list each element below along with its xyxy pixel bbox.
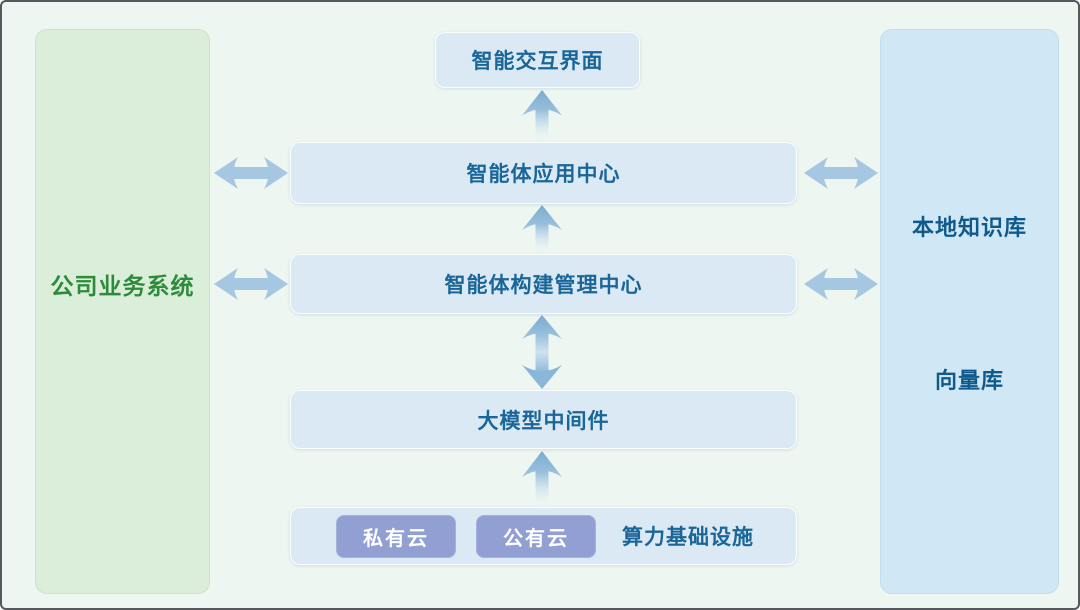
up-arrow-icon [520, 451, 564, 506]
double-horizontal-arrow-icon [804, 266, 878, 302]
double-horizontal-arrow-icon [804, 155, 878, 191]
llm-middleware-box: 大模型中间件 [290, 390, 797, 449]
public-cloud-label: 公有云 [503, 527, 569, 550]
up-arrow-icon [520, 90, 564, 141]
up-arrow-icon [520, 205, 564, 253]
agent-application-center-box: 智能体应用中心 [290, 142, 797, 204]
compute-infrastructure-box: 私有云 公有云 算力基础设施 [290, 507, 797, 565]
company-business-system-label: 公司业务系统 [50, 272, 195, 299]
local-knowledge-base-label: 本地知识库 [911, 215, 1027, 240]
double-vertical-arrow-icon [520, 315, 564, 389]
private-cloud-label: 私有云 [363, 527, 429, 550]
intelligent-interaction-interface-box: 智能交互界面 [435, 32, 640, 88]
vector-store-label: 向量库 [934, 368, 1004, 393]
public-cloud-button: 公有云 [476, 514, 596, 558]
knowledge-base-panel: 本地知识库 向量库 [880, 29, 1059, 594]
intelligent-interaction-interface-label: 智能交互界面 [471, 50, 604, 73]
private-cloud-button: 私有云 [336, 514, 456, 558]
agent-build-management-center-label: 智能体构建管理中心 [444, 274, 643, 297]
agent-build-management-center-box: 智能体构建管理中心 [290, 254, 797, 314]
compute-infrastructure-label: 算力基础设施 [622, 526, 754, 549]
double-horizontal-arrow-icon [214, 266, 288, 302]
double-horizontal-arrow-icon [214, 155, 288, 191]
company-business-system-panel: 公司业务系统 [35, 29, 210, 594]
llm-middleware-label: 大模型中间件 [477, 409, 610, 433]
agent-application-center-label: 智能体应用中心 [466, 163, 621, 186]
